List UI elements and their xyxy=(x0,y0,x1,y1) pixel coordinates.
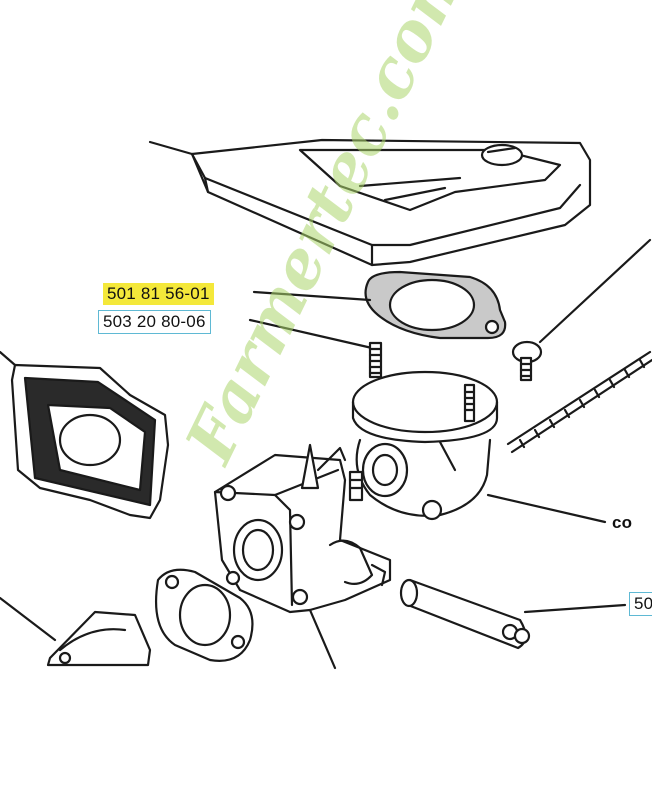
part-number-label-gasket[interactable]: 501 81 56-01 xyxy=(103,283,214,305)
spacer-flange xyxy=(0,596,152,667)
threaded-rod xyxy=(506,350,652,454)
carburetor xyxy=(213,443,392,670)
part-label-connector[interactable]: co xyxy=(612,513,633,532)
part-number-label-stud[interactable]: 503 20 80-06 xyxy=(98,310,211,334)
air-filter-cover xyxy=(148,138,592,267)
fuel-hose xyxy=(399,578,627,650)
cover-knob xyxy=(480,143,524,167)
part-number-label-hose[interactable]: 50 xyxy=(629,592,652,616)
stud-bolt xyxy=(368,341,383,379)
carburetor-gasket xyxy=(154,568,254,662)
intake-boot xyxy=(0,350,170,520)
intake-adapter xyxy=(351,370,499,521)
leader-line-gasket xyxy=(252,290,372,302)
gasket xyxy=(364,270,507,340)
leader-line-connector xyxy=(486,493,607,524)
screw xyxy=(511,238,652,382)
leader-line-stud xyxy=(248,318,374,350)
